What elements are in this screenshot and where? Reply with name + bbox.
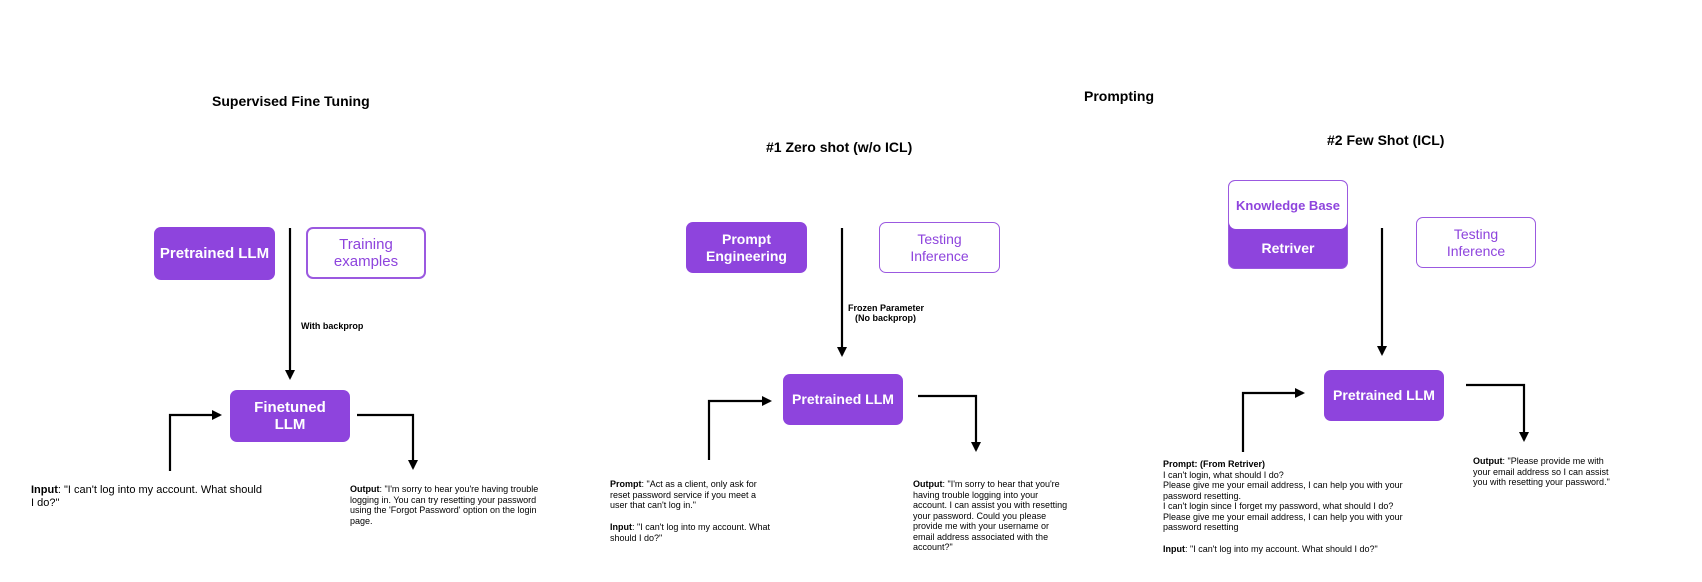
zero-shot-output-text: Output: "I'm sorry to hear that you're h…	[913, 479, 1073, 553]
few-shot-output-text: Output: "Please provide me with your ema…	[1473, 456, 1623, 488]
zero-shot-testing-inference-box: Testing Inference	[879, 222, 1000, 273]
sft-input-value: : "I can't log into my account. What sho…	[31, 484, 262, 509]
few-shot-prompt-line-2: Please give me your email address, I can…	[1163, 480, 1403, 501]
sft-output-text: Output: "I'm sorry to hear you're having…	[350, 484, 560, 526]
zero-shot-testing-inference-label: Testing Inference	[910, 231, 969, 264]
prompting-title: Prompting	[1084, 88, 1154, 104]
few-shot-pretrained-llm-label: Pretrained LLM	[1333, 387, 1435, 404]
few-shot-testing-inference-box: Testing Inference	[1416, 217, 1536, 268]
few-shot-input-text: Input: "I can't log into my account. Wha…	[1163, 544, 1423, 555]
zero-shot-pretrained-llm-box: Pretrained LLM	[783, 374, 903, 425]
zero-shot-output-value: : "I'm sorry to hear that you're having …	[913, 479, 1068, 552]
sft-input-text: Input: "I can't log into my account. Wha…	[31, 484, 263, 509]
sft-output-label: Output	[350, 484, 380, 494]
few-shot-input-label: Input	[1163, 544, 1185, 554]
few-shot-prompt-label: Prompt: (From Retriver)	[1163, 459, 1266, 469]
sft-pretrained-llm-label: Pretrained LLM	[159, 244, 270, 262]
sft-pretrained-llm-box: Pretrained LLM	[154, 227, 275, 280]
zero-shot-input-label: Input	[610, 522, 632, 532]
few-shot-pretrained-llm-box: Pretrained LLM	[1324, 370, 1444, 421]
few-shot-knowledge-retriver-group: Knowledge Base Retriver	[1228, 180, 1348, 269]
few-shot-retriver-label: Retriver	[1261, 240, 1315, 256]
few-shot-prompt-line-3: I can't login since I forget my password…	[1163, 501, 1394, 511]
few-shot-output-value: : "Please provide me with your email add…	[1473, 456, 1610, 487]
sft-output-value: : "I'm sorry to hear you're having troub…	[350, 484, 539, 526]
sft-finetuned-llm-box: Finetuned LLM	[230, 390, 350, 442]
sft-title: Supervised Fine Tuning	[212, 93, 370, 109]
few-shot-prompt-text: Prompt: (From Retriver) I can't login, w…	[1163, 459, 1403, 533]
few-shot-testing-inference-label: Testing Inference	[1446, 226, 1506, 259]
few-shot-retriver-box: Retriver	[1229, 229, 1347, 267]
sft-finetuned-llm-label: Finetuned LLM	[254, 398, 326, 433]
zero-shot-prompt-label: Prompt	[610, 479, 642, 489]
few-shot-title: #2 Few Shot (ICL)	[1327, 132, 1445, 148]
zero-shot-input-text: Input: "I can't log into my account. Wha…	[610, 522, 770, 543]
few-shot-input-arrow	[1241, 388, 1305, 452]
sft-input-label: Input	[31, 484, 58, 496]
sft-backprop-label: With backprop	[301, 321, 364, 331]
zero-shot-title: #1 Zero shot (w/o ICL)	[766, 139, 913, 155]
zero-shot-pretrained-llm-label: Pretrained LLM	[792, 391, 894, 408]
few-shot-prompt-line-4: Please give me your email address, I can…	[1163, 511, 1403, 533]
zero-shot-frozen-label: Frozen Parameter (No backprop)	[848, 303, 925, 323]
zero-shot-prompt-value: : "Act as a client, only ask for reset p…	[610, 479, 757, 510]
zero-shot-input-arrow	[707, 396, 772, 460]
zero-shot-prompt-engineering-box: Prompt Engineering	[686, 222, 807, 273]
zero-shot-frozen-line2: (No backprop)	[854, 313, 916, 323]
sft-input-arrow	[168, 410, 222, 471]
zero-shot-prompt-engineering-label: Prompt Engineering	[706, 231, 787, 264]
sft-training-examples-box: Training examples	[306, 227, 426, 279]
few-shot-prompt-line-1: I can't login, what should I do?	[1163, 469, 1284, 480]
zero-shot-prompt-text: Prompt: "Act as a client, only ask for r…	[610, 479, 760, 511]
sft-output-arrow	[357, 413, 418, 470]
zero-shot-frozen-line1: Frozen Parameter	[848, 303, 925, 313]
few-shot-output-label: Output	[1473, 456, 1503, 466]
few-shot-input-value: : "I can't log into my account. What sho…	[1185, 544, 1378, 554]
few-shot-knowledge-base-label: Knowledge Base	[1235, 197, 1341, 213]
few-shot-knowledge-base-box: Knowledge Base	[1229, 181, 1347, 229]
sft-training-examples-label: Training examples	[333, 235, 399, 270]
zero-shot-output-label: Output	[913, 479, 943, 489]
zero-shot-output-arrow	[918, 394, 981, 452]
zero-shot-input-value: : "I can't log into my account. What sho…	[610, 522, 770, 543]
few-shot-output-arrow	[1466, 383, 1529, 442]
